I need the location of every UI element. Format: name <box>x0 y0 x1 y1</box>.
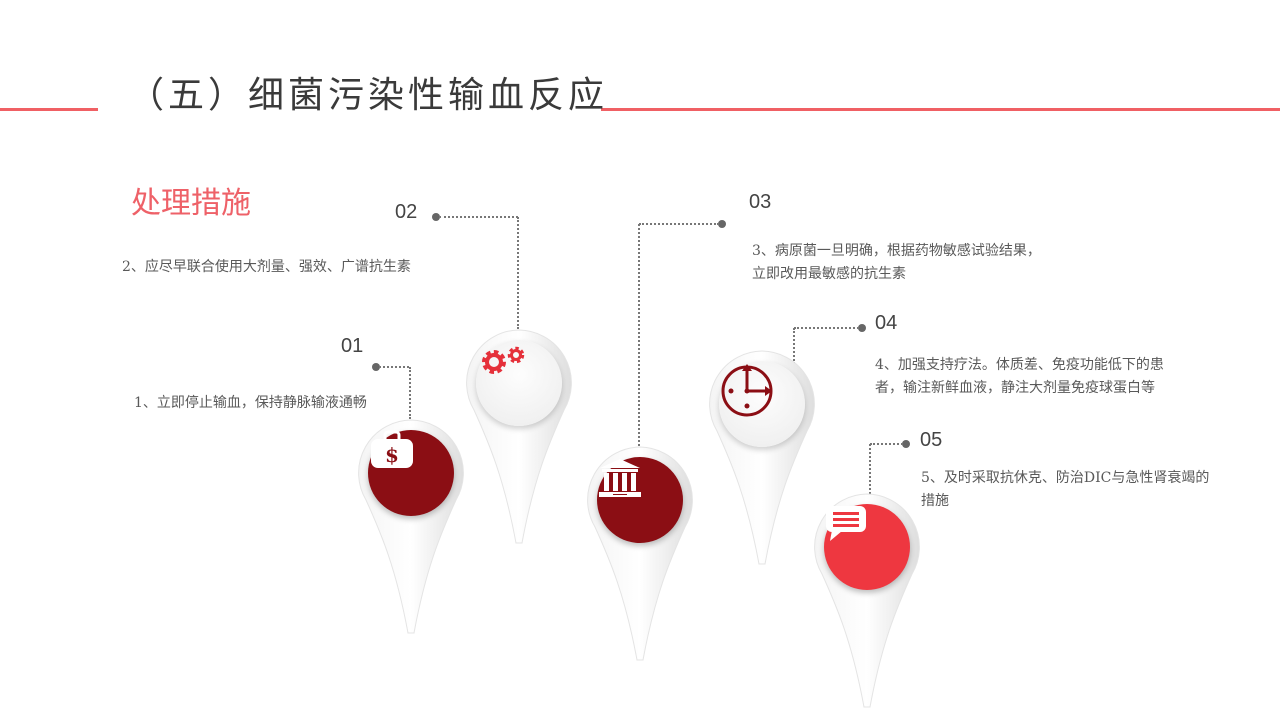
bank-building-icon <box>599 459 641 497</box>
connector-dot-02 <box>432 213 440 221</box>
step-text-04-line1: 4、加强支持疗法。体质差、免疫功能低下的患 <box>875 357 1164 373</box>
section-subtitle: 处理措施 <box>131 186 251 221</box>
step-text-03-line2: 立即改用最敏感的抗生素 <box>752 266 906 282</box>
step-text-02: 2、应尽早联合使用大剂量、强效、广谱抗生素 <box>122 259 411 275</box>
connector-v-01 <box>409 367 411 419</box>
connector-h-04 <box>794 327 859 329</box>
step-number-04: 04 <box>875 312 898 334</box>
connector-h-03 <box>639 223 719 225</box>
title-line-left <box>0 108 98 111</box>
step-number-01: 01 <box>341 335 364 357</box>
connector-v-04 <box>793 328 795 364</box>
connector-v-02 <box>517 217 519 329</box>
pin-01: $ <box>356 418 466 648</box>
step-text-01: 1、立即停止输血，保持静脉输液通畅 <box>134 395 367 411</box>
step-text-05-line2: 措施 <box>921 493 949 509</box>
connector-h-01 <box>379 366 409 368</box>
step-text-05-line1: 5、及时采取抗休克、防治DIC与急性肾衰竭的 <box>921 470 1210 486</box>
pin-02 <box>464 328 574 558</box>
connector-v-05 <box>869 444 871 494</box>
pin-01-core: $ <box>368 430 454 516</box>
step-number-05: 05 <box>920 429 943 451</box>
svg-text:$: $ <box>385 443 399 467</box>
connector-dot-05 <box>902 440 910 448</box>
connector-v-03 <box>638 224 640 446</box>
pin-03-core <box>597 457 683 543</box>
pin-04-core <box>719 361 805 447</box>
pin-04 <box>707 349 817 579</box>
chat-bubble-icon <box>826 506 866 541</box>
title-line-right <box>601 108 1280 111</box>
money-bag-icon: $ <box>371 430 413 468</box>
pin-02-core <box>476 340 562 426</box>
step-text-04-line2: 者，输注新鲜血液，静注大剂量免疫球蛋白等 <box>875 380 1155 396</box>
pin-03 <box>585 445 695 675</box>
step-number-02: 02 <box>395 201 418 223</box>
pin-05-core <box>824 504 910 590</box>
connector-h-05 <box>870 443 903 445</box>
connector-h-02 <box>439 216 518 218</box>
pin-05 <box>812 492 922 722</box>
gears-icon <box>482 346 525 374</box>
step-number-03: 03 <box>749 191 772 213</box>
connector-dot-03 <box>718 220 726 228</box>
connector-dot-01 <box>372 363 380 371</box>
step-text-03-line1: 3、病原菌一旦明确，根据药物敏感试验结果， <box>752 243 1041 259</box>
connector-dot-04 <box>858 324 866 332</box>
slide-title: （五）细菌污染性输血反应 <box>128 75 609 116</box>
clock-icon <box>721 364 773 417</box>
